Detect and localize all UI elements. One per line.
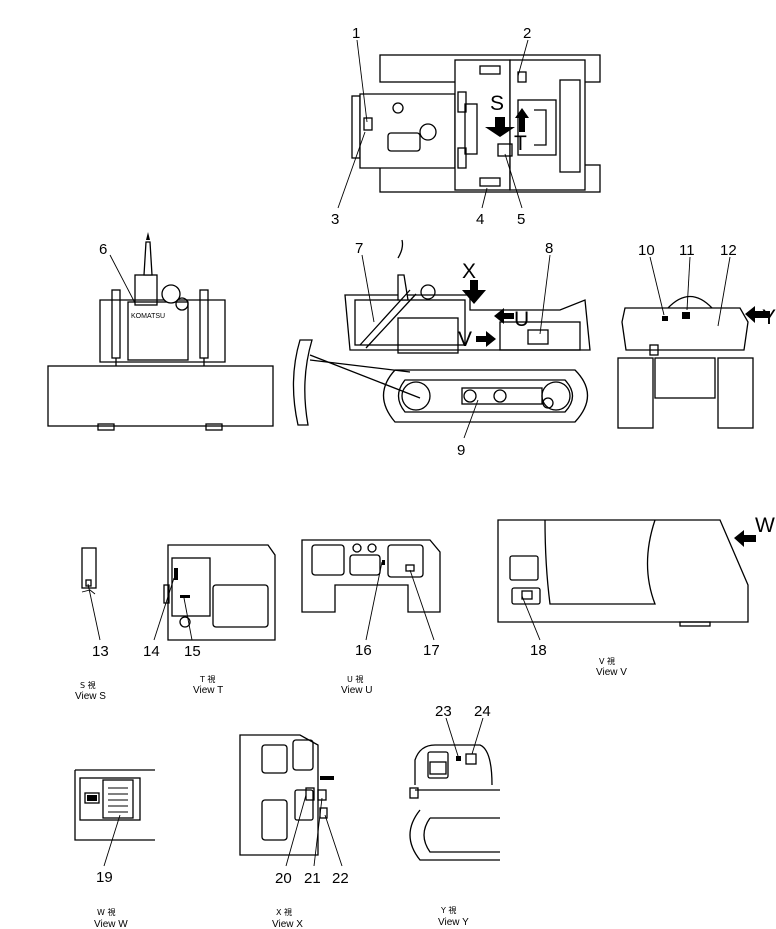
top-plan-view: S T 1 2 3 4 5 — [331, 25, 601, 228]
rear-view: Y 10 11 12 — [617, 242, 776, 429]
callout-4: 4 — [476, 211, 484, 228]
view-u-detail: 16 17 U 視 View U — [301, 539, 441, 696]
side-view: X U V 7 8 9 — [292, 239, 591, 459]
view-letter-x: X — [462, 260, 476, 283]
callout-2: 2 — [523, 25, 531, 42]
callout-15: 15 — [184, 643, 201, 660]
view-y-detail: 23 24 Y 視 View Y — [409, 703, 500, 928]
caption-t-cjk: T 視 — [199, 675, 215, 684]
callout-16: 16 — [355, 642, 372, 659]
caption-u-cjk: U 視 — [347, 675, 363, 684]
callout-21: 21 — [304, 870, 321, 887]
view-letter-s: S — [490, 92, 504, 115]
callout-5: 5 — [517, 211, 525, 228]
view-t-detail: 14 15 T 視 View T — [143, 544, 276, 696]
caption-t-en: View T — [193, 685, 223, 696]
caption-y-cjk: Y 視 — [440, 906, 456, 915]
callout-6: 6 — [99, 241, 107, 258]
caption-w-en: View W — [94, 919, 128, 929]
callout-13: 13 — [92, 643, 109, 660]
caption-v-en: View V — [596, 667, 627, 678]
callout-22: 22 — [332, 870, 349, 887]
view-s-detail: 13 S 視 View S — [75, 547, 109, 702]
callout-18: 18 — [530, 642, 547, 659]
view-letter-t: T — [514, 132, 527, 155]
view-letter-y: Y — [762, 306, 776, 329]
callout-24: 24 — [474, 703, 491, 720]
callout-8: 8 — [545, 240, 553, 257]
callout-14: 14 — [143, 643, 160, 660]
callout-1: 1 — [352, 25, 360, 42]
view-v-detail: W 18 V 視 View V — [497, 514, 775, 678]
callout-10: 10 — [638, 242, 655, 259]
callout-12: 12 — [720, 242, 737, 259]
callout-20: 20 — [275, 870, 292, 887]
caption-x-en: View X — [272, 919, 303, 929]
caption-x-cjk: X 視 — [276, 908, 292, 917]
callout-3: 3 — [331, 211, 339, 228]
view-x-detail: 20 21 22 X 視 View X — [239, 734, 349, 929]
caption-u-en: View U — [341, 685, 373, 696]
view-letter-w: W — [755, 514, 775, 537]
caption-w-cjk: W 視 — [97, 908, 115, 917]
callout-19: 19 — [96, 869, 113, 886]
view-w-detail: 19 W 視 View W — [74, 769, 155, 929]
callout-11: 11 — [679, 242, 695, 259]
callout-23: 23 — [435, 703, 452, 720]
front-view: KOMATSU 6 — [47, 232, 274, 431]
callout-9: 9 — [457, 442, 465, 459]
brand-text: KOMATSU — [131, 313, 165, 320]
caption-v-cjk: V 視 — [599, 657, 615, 666]
callout-17: 17 — [423, 642, 440, 659]
caption-s-cjk: S 視 — [80, 681, 96, 690]
caption-s-en: View S — [75, 691, 106, 702]
caption-y-en: View Y — [438, 917, 469, 928]
view-letter-u: U — [514, 308, 529, 331]
callout-7: 7 — [355, 240, 363, 257]
view-letter-v: V — [458, 328, 472, 351]
